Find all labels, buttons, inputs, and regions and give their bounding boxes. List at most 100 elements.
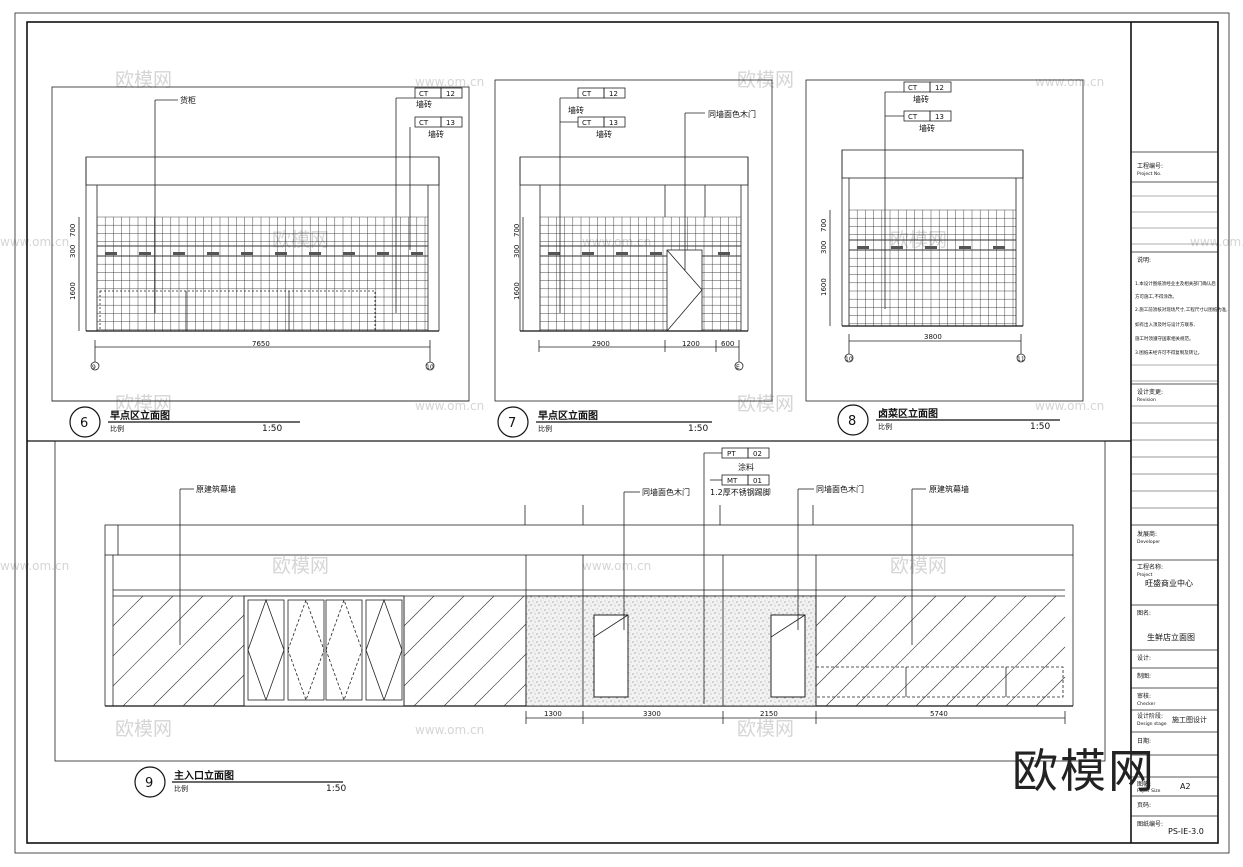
label-wall-tile: 墙砖	[919, 123, 935, 133]
dim-600: 600	[721, 340, 734, 348]
scale-label: 比例	[174, 784, 188, 793]
drawing-7-early-breakfast-elevation: 700 300 1600 2900 1200 600 E CT 12 墙砖 CT…	[494, 79, 773, 438]
tb-note: 方可施工,不得涂改。	[1135, 293, 1177, 300]
axis-10: 10	[845, 356, 853, 363]
tb-checker: 审核:	[1137, 692, 1151, 700]
label-curtain-wall: 原建筑幕墙	[929, 484, 969, 494]
tb-revision-en: Revision	[1137, 397, 1156, 403]
dim-1200: 1200	[682, 340, 700, 348]
axis-E: E	[736, 364, 740, 371]
dim-1600: 1600	[513, 282, 521, 300]
watermark: www.om.cn	[582, 235, 651, 249]
tb-stage-en: Design stage	[1137, 721, 1167, 727]
tb-dwg-no: PS-IE-3.0	[1168, 827, 1204, 836]
tb-project-no-en: Project No.	[1137, 171, 1161, 177]
tb-size: A2	[1180, 782, 1191, 791]
tb-note: 2.施工前须核对现场尺寸,工程尺寸以图纸为准,	[1135, 306, 1228, 313]
dim-700: 700	[69, 224, 77, 237]
tb-date: 日期:	[1137, 737, 1151, 745]
label-wall-tile: 墙砖	[568, 105, 584, 115]
axis-9: 9	[92, 364, 96, 371]
watermark: 欧模网	[115, 393, 172, 415]
watermark: 欧模网	[890, 555, 947, 577]
dim-5740: 5740	[930, 710, 948, 718]
drawing-number: 9	[145, 776, 153, 791]
scale-value: 1:50	[262, 424, 282, 434]
watermark: 欧模网	[272, 555, 329, 577]
tb-drawing-name: 生鲜店立面图	[1147, 632, 1195, 642]
watermark: www.om.cn	[582, 559, 651, 573]
label-curtain-wall: 原建筑幕墙	[196, 484, 236, 494]
tb-project-no: 工程编号:	[1137, 162, 1163, 170]
tb-dwg-no-label: 图纸编号:	[1137, 820, 1163, 828]
label-paint: 涂料	[738, 462, 754, 472]
dim-7650: 7650	[252, 340, 270, 348]
watermark: www.om.cn	[415, 399, 484, 413]
tag-num: 12	[446, 90, 455, 98]
drawing-6-early-breakfast-elevation: 700 300 1600 7650 9 10 货柜 CT 12 墙砖 CT 13…	[51, 86, 470, 438]
tag-num: 13	[446, 119, 455, 127]
label-wood-door: 同墙面色木门	[816, 484, 864, 494]
dim-1600: 1600	[69, 282, 77, 300]
watermark: www.om.cn	[415, 75, 484, 89]
tag-num: 12	[935, 84, 944, 92]
watermark: 欧模网	[737, 718, 794, 740]
tag-num: 01	[753, 477, 762, 485]
tag-code: CT	[582, 90, 592, 98]
tag-code: CT	[419, 119, 429, 127]
watermark: www.om.cn	[1035, 399, 1104, 413]
tag-num: 02	[753, 450, 762, 458]
scale-label: 比例	[110, 424, 124, 433]
tb-size-en: Paper Size	[1137, 788, 1161, 794]
tb-project-name-en: Project	[1137, 572, 1153, 578]
tag-code: CT	[419, 90, 429, 98]
tag-code: CT	[908, 113, 918, 121]
drawing-number: 7	[508, 416, 516, 431]
outer-border	[14, 12, 1230, 854]
tb-checker-en: Checker	[1137, 701, 1155, 707]
tb-stage-label: 设计阶段:	[1137, 712, 1163, 720]
tb-notes-title: 说明:	[1137, 256, 1151, 264]
watermark: 欧模网	[115, 718, 172, 740]
tb-note: 施工时须遵守国家相关规范。	[1135, 335, 1194, 342]
corner-watermark-logo: 欧模网	[1012, 744, 1156, 798]
axis-11: 11	[1017, 356, 1025, 363]
tb-drawing-name-label: 图名:	[1137, 609, 1151, 617]
tb-revision: 设计变更:	[1137, 388, 1163, 396]
dim-300: 300	[820, 241, 828, 254]
scale-value: 1:50	[326, 784, 346, 794]
dim-300: 300	[513, 245, 521, 258]
drawing-title: 卤菜区立面图	[878, 407, 938, 420]
tb-designer: 设计:	[1137, 654, 1151, 662]
tag-code: CT	[582, 119, 592, 127]
tb-note: 如有出入须及时与设计方联系,	[1135, 321, 1195, 328]
tb-developer-en: Developer	[1137, 539, 1160, 545]
drawing-number: 8	[848, 414, 856, 429]
tag-num: 12	[609, 90, 618, 98]
axis-10: 10	[426, 364, 434, 371]
dim-3800: 3800	[924, 333, 942, 341]
drawing-title: 早点区立面图	[110, 409, 170, 422]
label-wall-tile: 墙砖	[416, 99, 432, 109]
scale-value: 1:50	[1030, 422, 1050, 432]
tb-drafter: 制图:	[1137, 672, 1151, 680]
dim-3300: 3300	[643, 710, 661, 718]
watermark: www.om.cn	[1190, 235, 1243, 249]
label-wood-door: 同墙面色木门	[642, 487, 690, 497]
drawing-9-main-entrance-elevation: 原建筑幕墙 原建筑幕墙 同墙面色木门 同墙面色木门 PT 02 涂料 MT 01…	[54, 440, 1106, 798]
dim-2150: 2150	[760, 710, 778, 718]
watermark: www.om.cn	[415, 723, 484, 737]
label-ss-frame: 1.2厚不锈钢踢脚	[710, 487, 771, 497]
drawing-title: 早点区立面图	[538, 409, 598, 422]
label-wall-tile: 墙砖	[428, 129, 444, 139]
drawing-8-deli-elevation: 700 300 1600 3800 10 11 CT 12 墙砖 CT 13 墙…	[805, 79, 1084, 436]
scale-value: 1:50	[688, 424, 708, 434]
tb-note: 1.本设计图纸须经业主及相关部门确认后	[1135, 280, 1216, 287]
tb-project-name: 旺盛商业中心	[1145, 578, 1193, 588]
watermark: 欧模网	[115, 69, 172, 91]
watermark: www.om.cn	[0, 235, 69, 249]
tag-code: MT	[727, 477, 738, 485]
tb-project-name-label: 工程名称:	[1137, 563, 1163, 571]
watermark: 欧模网	[737, 393, 794, 415]
